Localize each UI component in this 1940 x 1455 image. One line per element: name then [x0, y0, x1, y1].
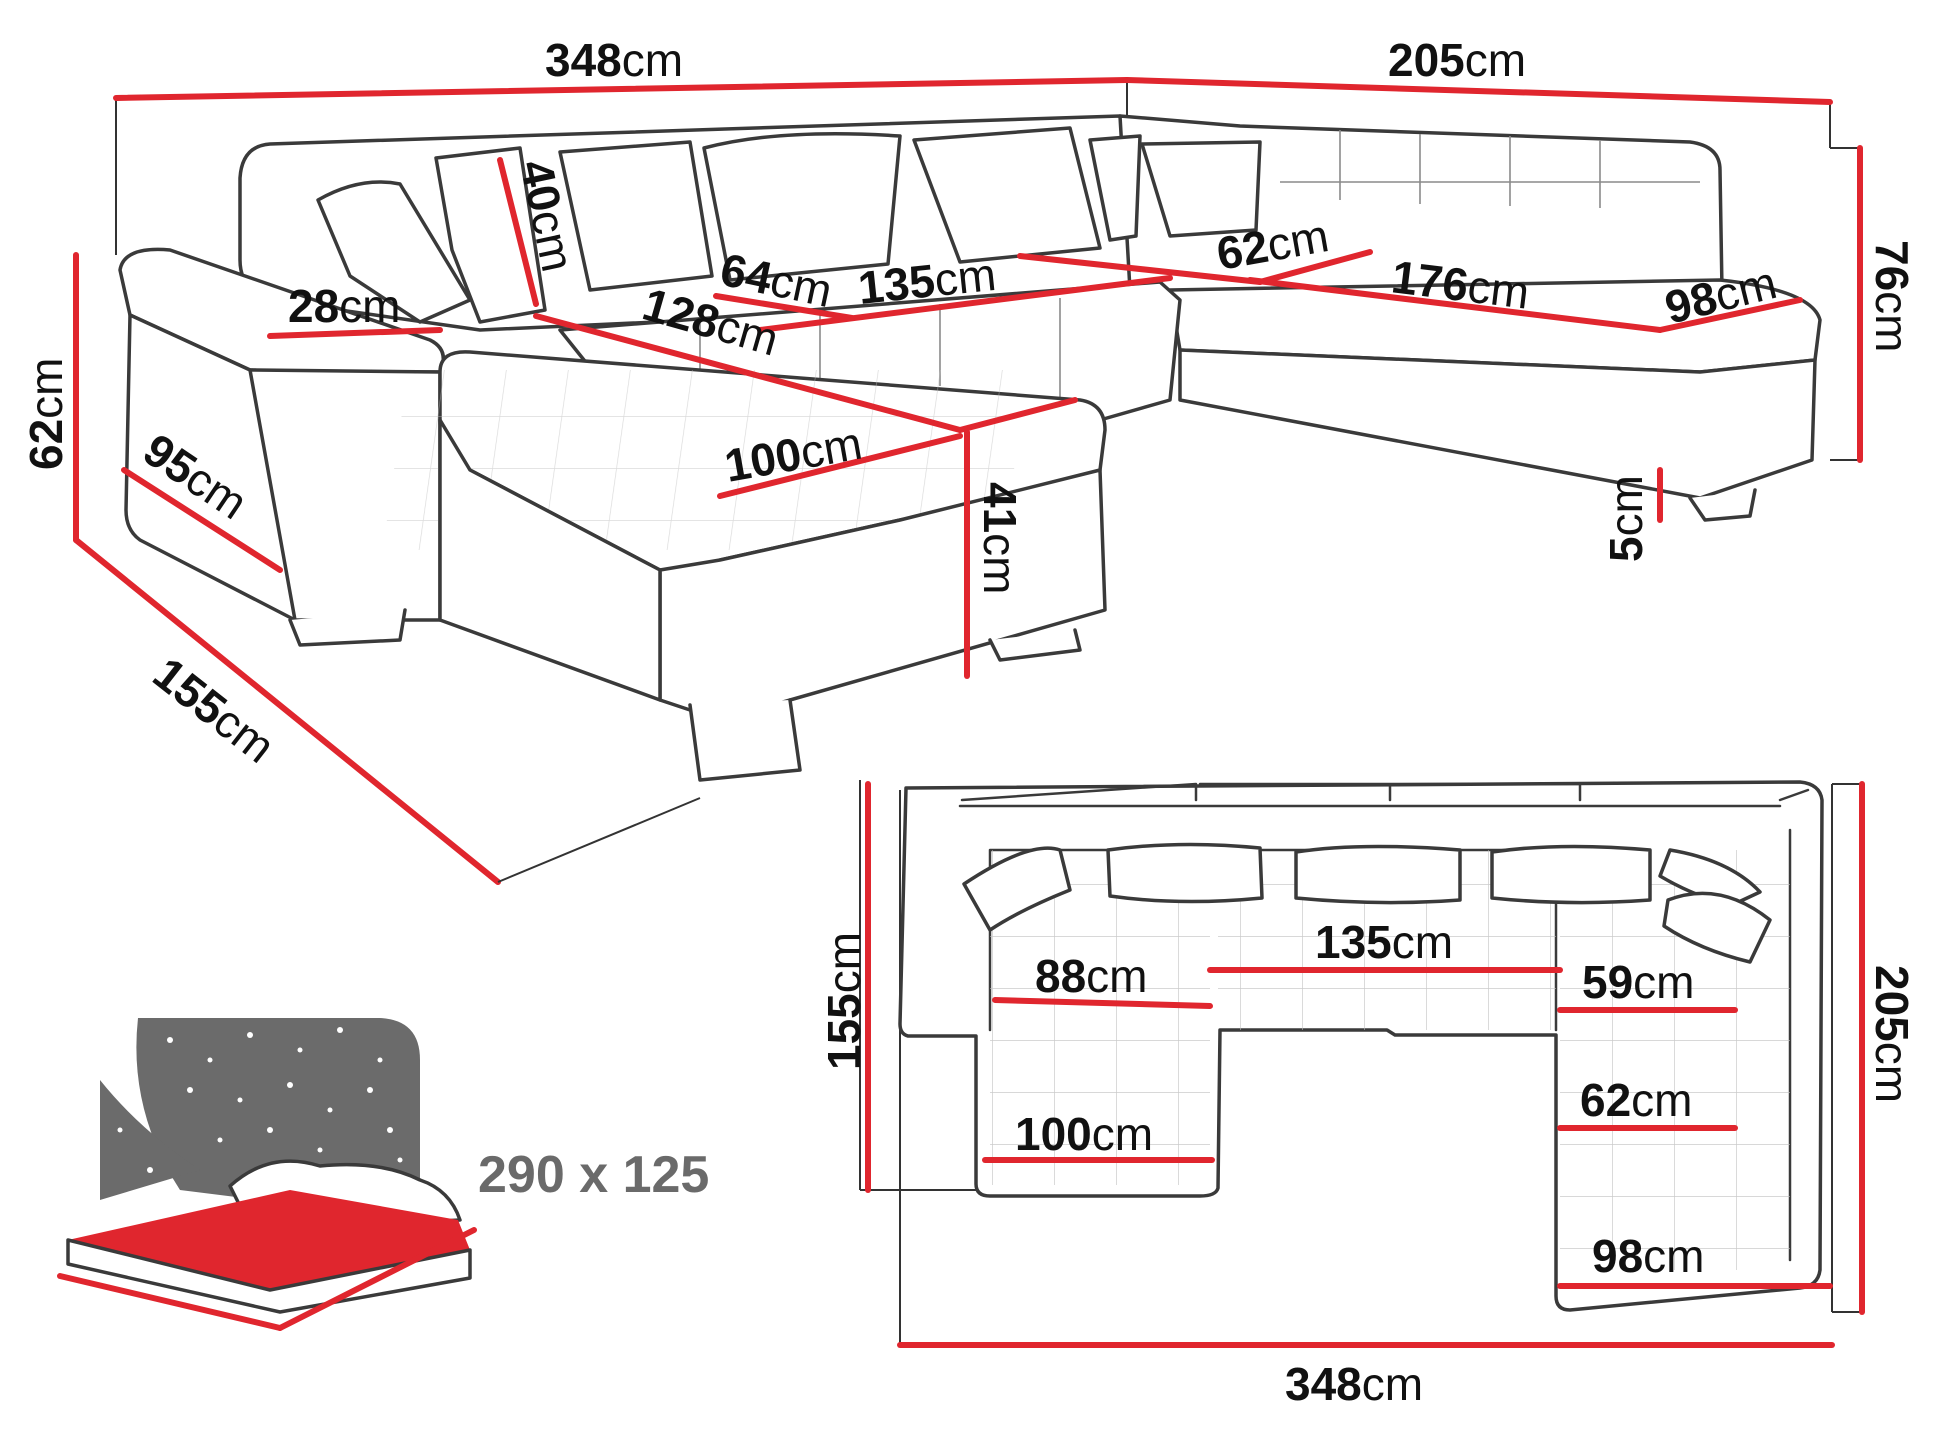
chaise-front: [658, 468, 1107, 722]
dim-label-top-seat-left: 88cm: [1035, 950, 1148, 1002]
dim-label-width-right: 205cm: [1388, 34, 1526, 86]
dim-label-cushion-height: 40cm: [510, 155, 584, 276]
pillow: [912, 126, 1102, 264]
dimension-lines: [73, 77, 1863, 885]
dim-label-height-arm: 62cm: [20, 358, 72, 471]
dim-label-top-right-98: 98cm: [1592, 1230, 1705, 1282]
chaise-side: [438, 418, 662, 702]
leg: [288, 608, 407, 647]
dim-label-depth-chaise: 155cm: [144, 647, 285, 773]
stars: [117, 1027, 403, 1173]
leg: [688, 698, 802, 782]
perspective-sofa: [73, 77, 1863, 885]
dim-label-seat-corner: 62cm: [1213, 209, 1333, 280]
pillow: [1088, 134, 1142, 242]
pillow: [1106, 842, 1264, 904]
night-sky-panel: [136, 1018, 421, 1200]
pillow: [1662, 891, 1772, 964]
bed-size-label: 290 x 125: [478, 1146, 709, 1204]
leg: [988, 628, 1082, 662]
dim-label-seat-height: 41cm: [974, 482, 1026, 595]
dim-label-top-depth-right: 205cm: [1866, 965, 1918, 1103]
dim-label-top-right-62: 62cm: [1580, 1074, 1693, 1126]
dim-label-seat-right: 176cm: [1389, 250, 1532, 318]
dim-label-armrest: 28cm: [288, 280, 401, 332]
dim-label-top-width: 348cm: [1285, 1358, 1423, 1410]
pillow: [558, 140, 714, 292]
dim-label-width-total: 348cm: [545, 34, 683, 86]
dim-label-seat-depth-right: 98cm: [1660, 256, 1782, 334]
pillow: [1140, 140, 1262, 238]
dim-label-seat-depth-left: 64cm: [716, 243, 837, 317]
dim-label-top-seat-middle: 135cm: [1315, 916, 1453, 968]
top-view: [859, 780, 1865, 1348]
dim-label-top-depth-left: 155cm: [818, 932, 870, 1070]
pillow: [702, 131, 902, 282]
right-base: [1178, 348, 1817, 500]
pillow: [434, 146, 547, 324]
dim-label-top-seat-right: 59cm: [1582, 956, 1695, 1008]
pillow: [316, 180, 472, 324]
mattress-base: [66, 1238, 472, 1314]
dim-label-height-back: 76cm: [1866, 240, 1918, 353]
dim-label-leg-height: 5cm: [1600, 475, 1652, 562]
pillow: [1294, 844, 1462, 905]
pillow: [1490, 844, 1652, 905]
leg: [1688, 488, 1757, 522]
pillow: [1658, 848, 1762, 908]
pillow: [962, 846, 1072, 932]
sofa-bed-icon: [57, 1018, 477, 1331]
dim-label-top-chaise: 100cm: [1015, 1108, 1153, 1160]
dim-label-seat-middle: 135cm: [856, 248, 999, 314]
